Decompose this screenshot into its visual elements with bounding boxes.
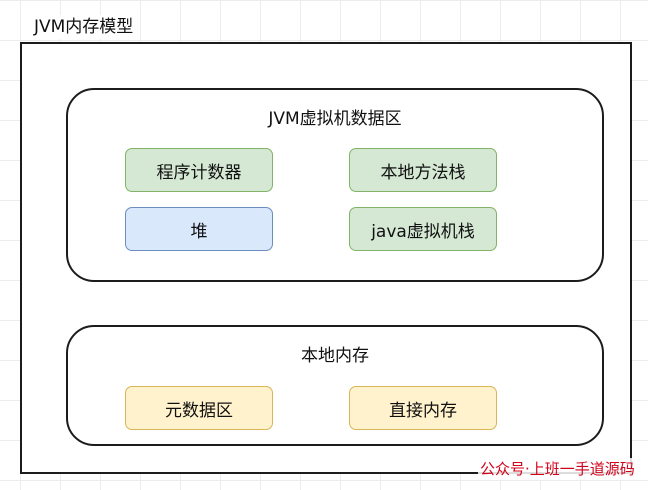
java-vm-stack-box: java虚拟机栈	[349, 207, 497, 251]
native-method-stack-box: 本地方法栈	[349, 148, 497, 192]
diagram-title: JVM内存模型	[32, 15, 136, 39]
jvm-data-area-title: JVM虚拟机数据区	[268, 109, 402, 129]
direct-memory-box: 直接内存	[349, 386, 497, 430]
native-memory-title: 本地内存	[301, 346, 369, 366]
program-counter-box: 程序计数器	[125, 148, 273, 192]
metaspace-box: 元数据区	[125, 386, 273, 430]
watermark-text: 公众号·上班一手道源码	[478, 458, 637, 480]
heap-box: 堆	[125, 207, 273, 251]
